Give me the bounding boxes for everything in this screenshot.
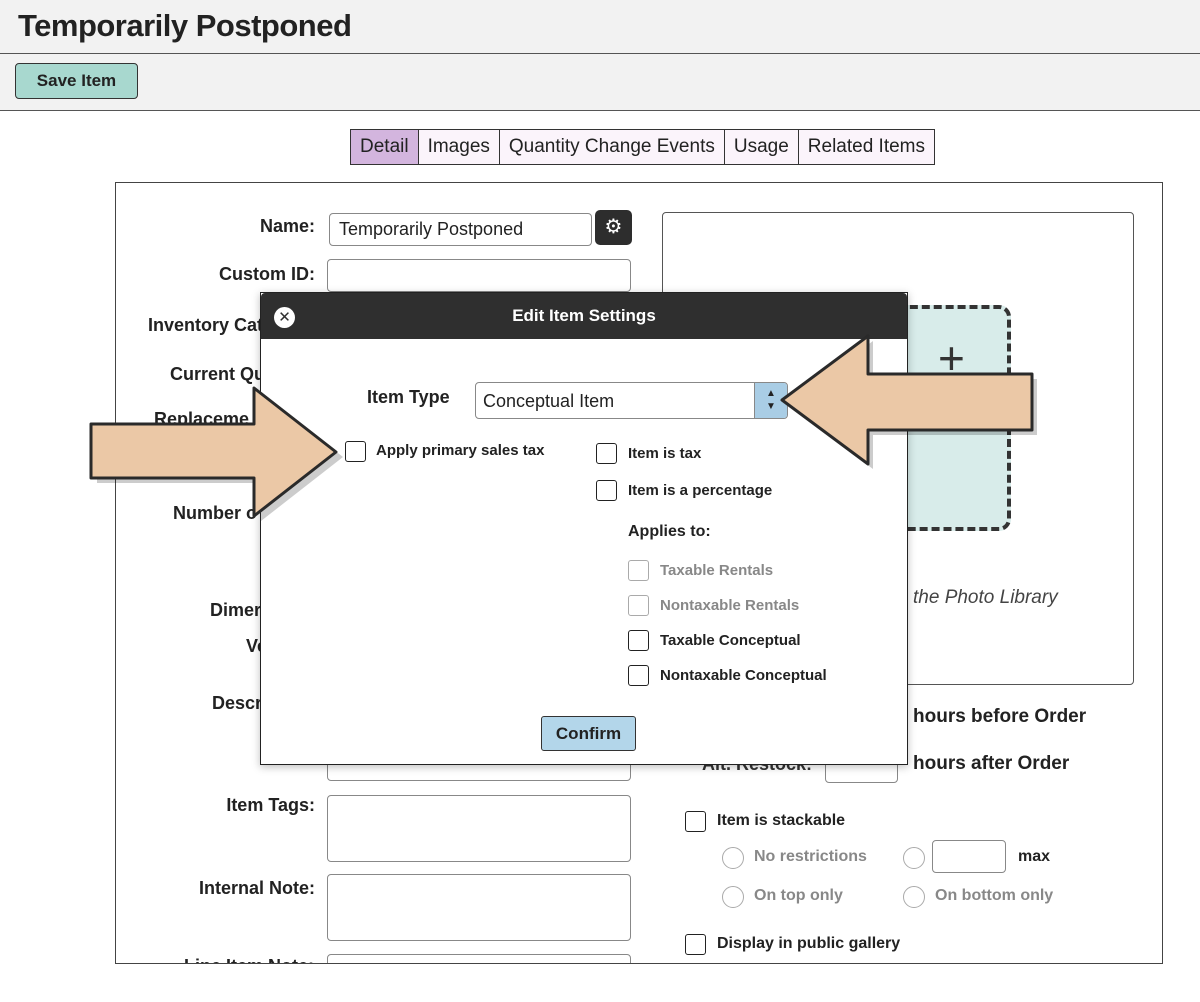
taxable-conceptual-label: Taxable Conceptual xyxy=(660,632,801,649)
on-bottom-only-radio[interactable] xyxy=(903,886,925,908)
item-tags-input[interactable] xyxy=(327,795,631,862)
title-bar: Temporarily Postponed xyxy=(0,0,1200,54)
tab-images[interactable]: Images xyxy=(418,130,500,164)
close-icon[interactable]: ✕ xyxy=(274,307,295,328)
item-type-label: Item Type xyxy=(367,387,450,407)
nontaxable-conceptual-checkbox[interactable] xyxy=(628,665,649,686)
item-is-tax-checkbox[interactable] xyxy=(596,443,617,464)
item-is-percentage-label: Item is a percentage xyxy=(628,482,773,499)
nontaxable-rentals-checkbox[interactable] xyxy=(628,595,649,616)
page-title: Temporarily Postponed xyxy=(18,8,352,43)
arrow-left-callout-icon xyxy=(780,334,1037,469)
tab-related-items[interactable]: Related Items xyxy=(798,130,935,164)
taxable-rentals-label: Taxable Rentals xyxy=(660,562,774,579)
public-gallery-label: Display in public gallery xyxy=(717,935,901,952)
nontaxable-rentals-label: Nontaxable Rentals xyxy=(660,597,800,614)
item-tags-label: Item Tags: xyxy=(226,795,315,815)
item-is-tax-label: Item is tax xyxy=(628,445,702,462)
tab-quantity-change-events[interactable]: Quantity Change Events xyxy=(499,130,725,164)
public-gallery-checkbox[interactable] xyxy=(685,934,706,955)
confirm-button[interactable]: Confirm xyxy=(541,716,636,751)
item-type-select[interactable]: Conceptual Item ▲▼ xyxy=(475,382,788,419)
applies-to-label: Applies to: xyxy=(628,523,711,540)
line-item-note-input[interactable] xyxy=(327,954,631,963)
dimensions-label: Dimer xyxy=(210,600,262,620)
custom-id-label: Custom ID: xyxy=(219,264,315,284)
internal-note-label: Internal Note: xyxy=(198,878,315,898)
tab-detail[interactable]: Detail xyxy=(351,130,419,164)
chevron-updown-icon[interactable]: ▲▼ xyxy=(754,383,787,418)
max-radio[interactable] xyxy=(903,847,925,869)
nontaxable-conceptual-label: Nontaxable Conceptual xyxy=(660,667,827,684)
max-label: max xyxy=(1018,848,1051,865)
modal-title: Edit Item Settings xyxy=(512,306,656,325)
apply-sales-tax-checkbox[interactable] xyxy=(345,441,366,462)
gear-icon[interactable]: ⚙ xyxy=(595,210,632,245)
hours-after-text: hours after Order xyxy=(913,753,1070,774)
current-quantity-label: Current Qu xyxy=(170,364,266,384)
line-item-note-label: Line Item Note: xyxy=(184,956,314,963)
tab-bar: Detail Images Quantity Change Events Usa… xyxy=(350,129,936,165)
inventory-category-label: Inventory Cat xyxy=(148,315,264,335)
photo-library-link[interactable]: the Photo Library xyxy=(913,587,1058,608)
name-input[interactable] xyxy=(329,213,592,246)
item-type-value: Conceptual Item xyxy=(483,391,615,411)
taxable-rentals-checkbox[interactable] xyxy=(628,560,649,581)
on-bottom-only-label: On bottom only xyxy=(935,887,1054,904)
toolbar: Save Item xyxy=(0,54,1200,111)
name-label: Name: xyxy=(259,216,315,236)
description-label: Descr xyxy=(212,693,263,713)
stackable-label: Item is stackable xyxy=(717,812,846,829)
on-top-only-label: On top only xyxy=(754,887,843,904)
no-restrictions-label: No restrictions xyxy=(754,848,867,865)
taxable-conceptual-checkbox[interactable] xyxy=(628,630,649,651)
edit-item-settings-modal: ✕ Edit Item Settings Item Type Conceptua… xyxy=(260,292,908,765)
no-restrictions-radio[interactable] xyxy=(722,847,744,869)
save-item-button[interactable]: Save Item xyxy=(15,63,138,99)
item-is-percentage-checkbox[interactable] xyxy=(596,480,617,501)
hours-before-text: hours before Order xyxy=(913,706,1087,727)
apply-sales-tax-label: Apply primary sales tax xyxy=(376,442,545,459)
tab-usage[interactable]: Usage xyxy=(724,130,799,164)
stackable-checkbox[interactable] xyxy=(685,811,706,832)
modal-header: ✕ Edit Item Settings xyxy=(261,293,907,339)
custom-id-input[interactable] xyxy=(327,259,631,292)
arrow-right-callout-icon xyxy=(89,386,343,521)
on-top-only-radio[interactable] xyxy=(722,886,744,908)
number-label: Number o xyxy=(173,503,258,523)
internal-note-input[interactable] xyxy=(327,874,631,941)
max-input[interactable] xyxy=(932,840,1006,873)
